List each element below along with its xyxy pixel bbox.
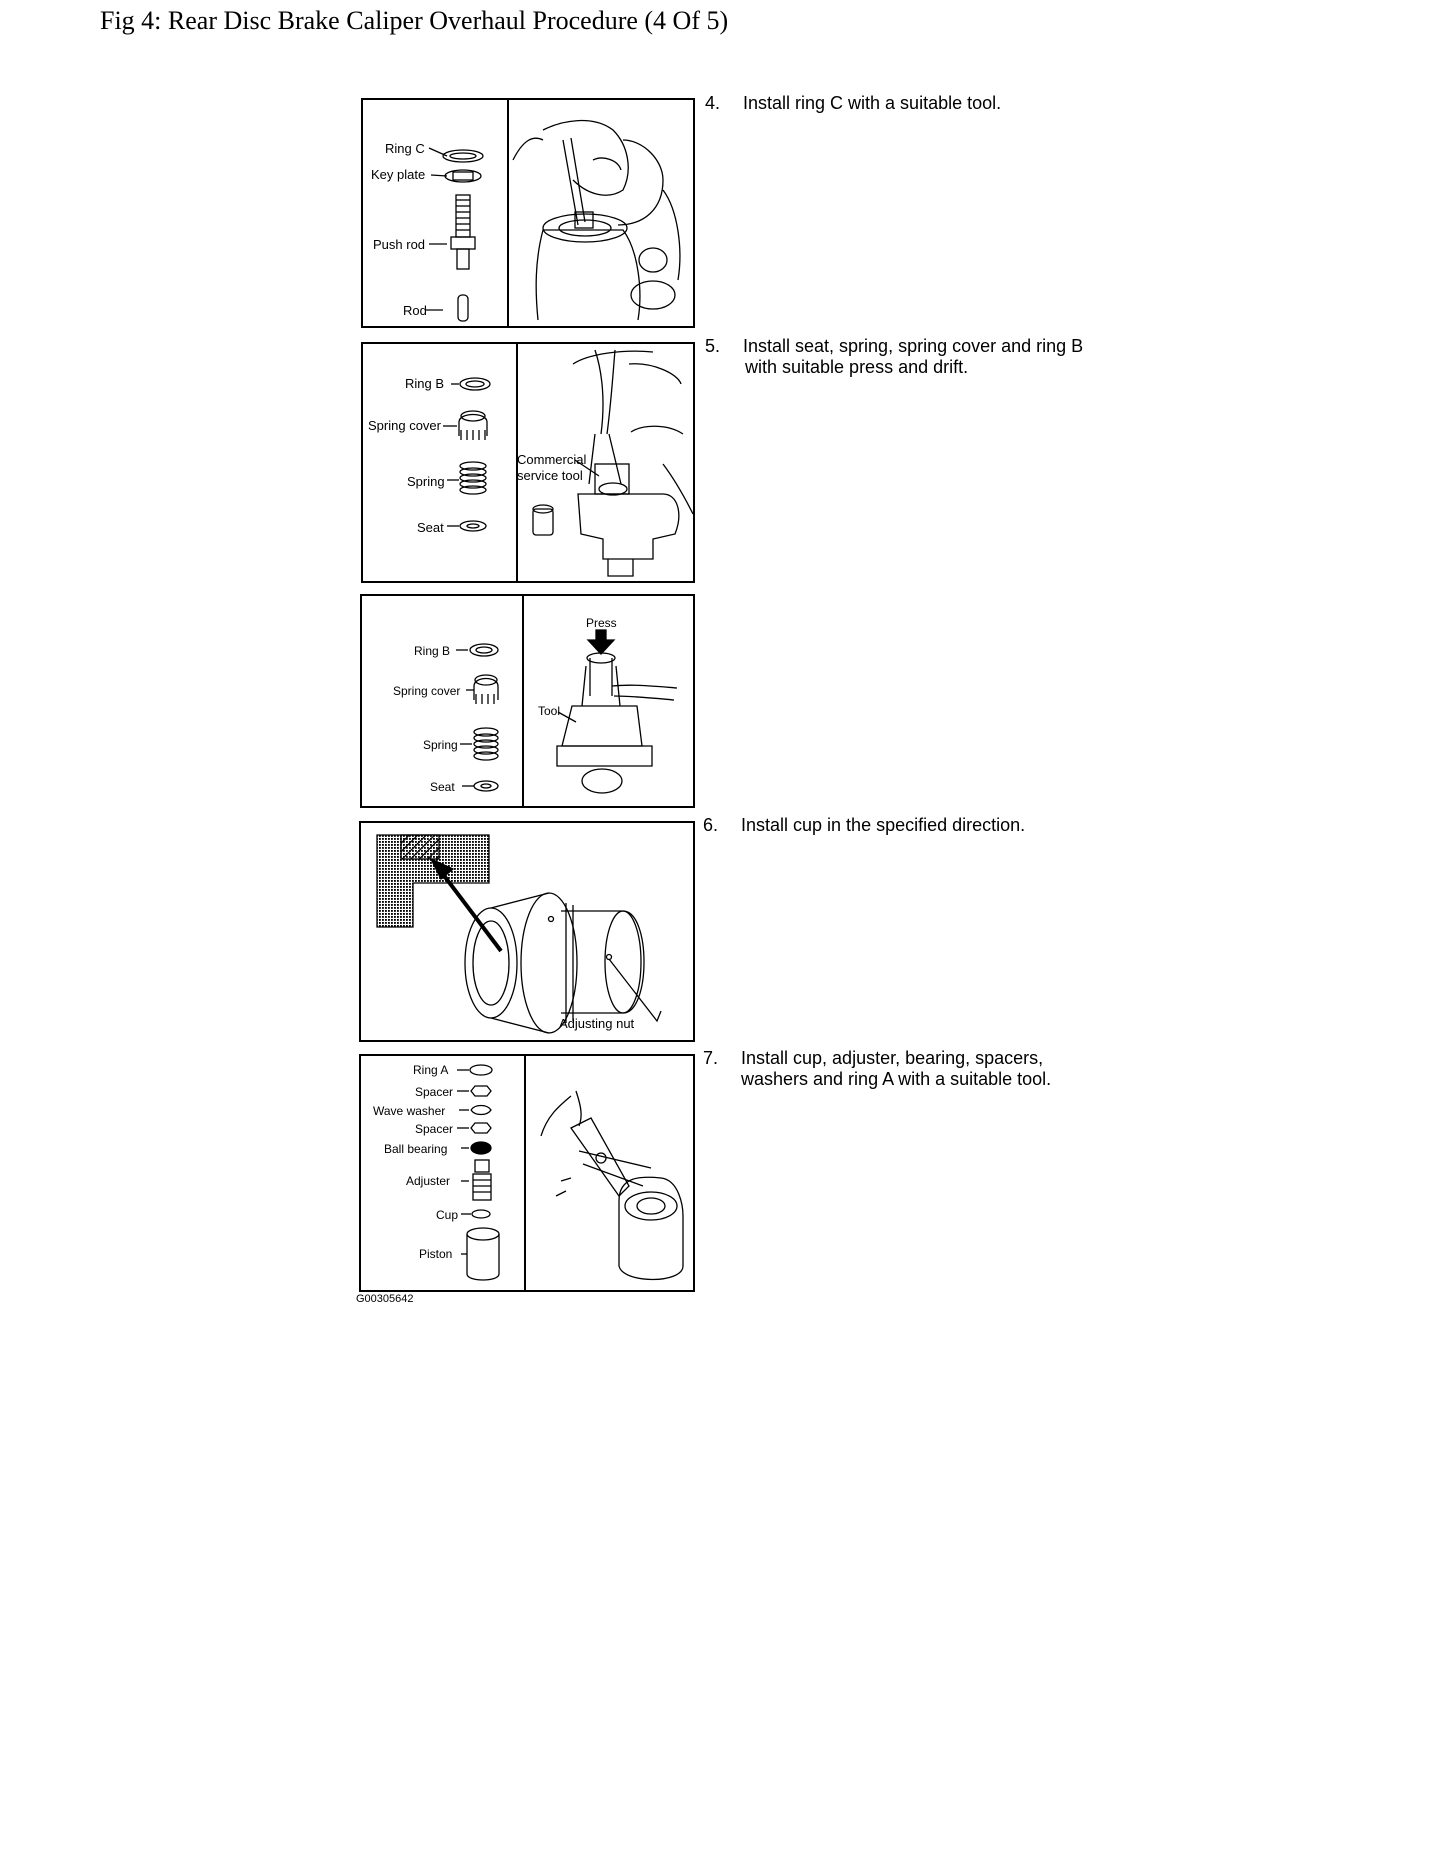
figure-code: G00305642: [356, 1293, 414, 1305]
label-ring-a: Ring A: [413, 1063, 449, 1077]
label-piston: Piston: [419, 1247, 453, 1261]
panel-step6-illustration: Adjusting nut: [359, 821, 695, 1042]
exploded-parts-drawing: [425, 119, 681, 322]
label-spacer: Spacer: [415, 1122, 454, 1136]
label-wave-washer: Wave washer: [373, 1104, 446, 1118]
panel-step5-illustration: Ring B Spring cover Spring Seat Commerci…: [361, 342, 695, 583]
label-cup: Cup: [436, 1208, 459, 1222]
step-text-line: Install cup, adjuster, bearing, spacers,: [741, 1048, 1044, 1068]
step-number: 7.: [703, 1048, 719, 1068]
step-text-line: washers and ring A with a suitable tool.: [741, 1069, 1052, 1089]
label-spring-cover: Spring cover: [368, 418, 441, 433]
step-text-line: with suitable press and drift.: [745, 357, 969, 377]
exploded-parts-drawing: [456, 629, 678, 794]
label-ring-c: Ring C: [385, 141, 425, 156]
label-spring-cover: Spring cover: [393, 684, 461, 698]
step-text-line: Install cup in the specified direction.: [741, 815, 1026, 835]
label-spring: Spring: [407, 474, 445, 489]
label-ring-b: Ring B: [405, 376, 445, 391]
label-spring: Spring: [423, 738, 458, 752]
step-text-line: Install ring C with a suitable tool.: [743, 93, 1002, 113]
label-ring-b: Ring B: [414, 644, 451, 658]
label-adjuster: Adjuster: [406, 1174, 451, 1188]
cup-direction-drawing: [376, 834, 662, 1034]
exploded-parts-drawing: [457, 1064, 684, 1281]
panel-step7-illustration: Ring A Spacer Wave washer Spacer Ball be…: [359, 1054, 695, 1292]
label-ball-bearing: Ball bearing: [384, 1142, 448, 1156]
label-key-plate: Key plate: [371, 167, 426, 182]
label-adjusting-nut: Adjusting nut: [559, 1016, 635, 1031]
label-press: Press: [586, 616, 617, 630]
label-seat: Seat: [430, 780, 455, 794]
label-rod: Rod: [403, 303, 427, 318]
exploded-parts-drawing: [443, 349, 693, 577]
label-tool: Tool: [538, 704, 561, 718]
label-service-tool: service tool: [517, 468, 583, 483]
step-number: 5.: [705, 336, 721, 356]
label-seat: Seat: [417, 520, 444, 535]
label-spacer: Spacer: [415, 1085, 454, 1099]
label-commercial: Commercial: [517, 452, 587, 467]
step-number: 6.: [703, 815, 719, 835]
panel-step5-press-illustration: Press Ring B Spring cover Spring Seat To…: [360, 594, 695, 808]
step-text-line: Install seat, spring, spring cover and r…: [743, 336, 1084, 356]
step-number: 4.: [705, 93, 721, 113]
label-push-rod: Push rod: [373, 237, 426, 252]
panel-step4-illustration: Ring C Key plate Push rod Rod: [361, 98, 695, 328]
figure-title: Fig 4: Rear Disc Brake Caliper Overhaul …: [100, 6, 729, 35]
